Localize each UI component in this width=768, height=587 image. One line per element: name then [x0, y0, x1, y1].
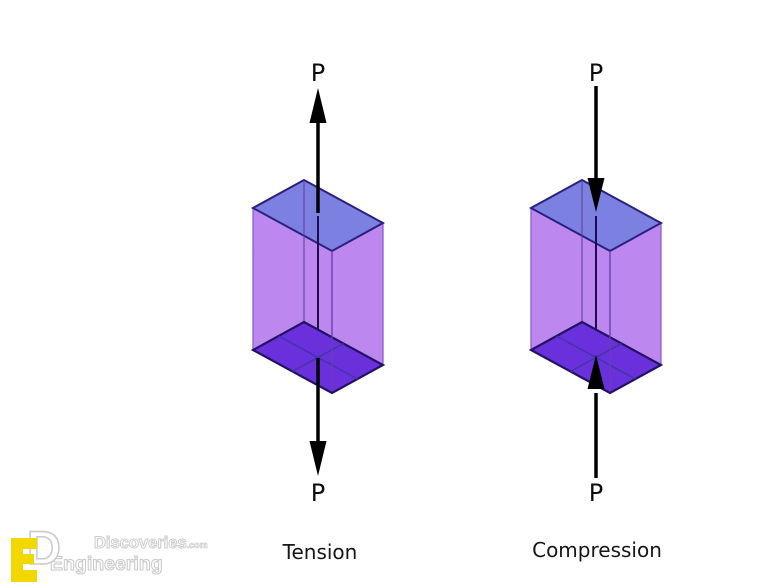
compression-top-arrow-icon: [587, 86, 605, 212]
tension-caption: Tension: [282, 540, 358, 564]
brand-engineering-text: Engineering: [50, 553, 164, 576]
tension-top-force-label: P: [311, 59, 325, 87]
brand-domain-suffix: .com: [186, 540, 208, 551]
brand-watermark: D Discoveries.com Engineering: [6, 523, 221, 585]
tension-top-arrow-icon: [309, 88, 327, 213]
tension-bottom-arrow-icon: [309, 358, 327, 476]
bottom-face-cross-line: [292, 342, 344, 373]
tension-bottom-force-label: P: [311, 479, 325, 507]
logo-e-icon: [11, 538, 37, 582]
compression-bottom-arrow-icon: [587, 355, 605, 478]
brand-discoveries-word: Discoveries: [94, 534, 188, 553]
compression-diagram: P P Compression: [528, 59, 664, 562]
compression-top-force-label: P: [589, 59, 603, 87]
compression-caption: Compression: [532, 538, 662, 562]
brand-discoveries-text: Discoveries.com: [94, 534, 208, 553]
tension-diagram: P P Tension: [250, 59, 386, 564]
compression-bottom-force-label: P: [589, 479, 603, 507]
